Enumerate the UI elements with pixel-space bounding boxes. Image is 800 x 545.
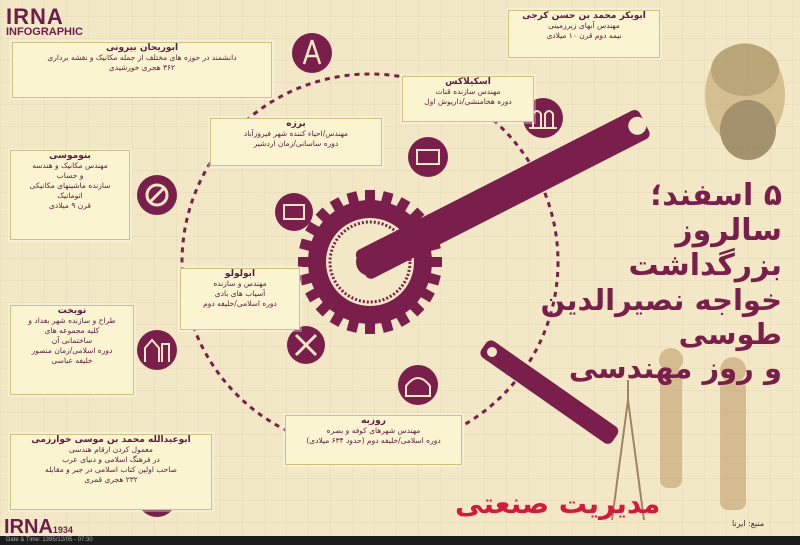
portrait-nasir-al-din-tusi — [705, 43, 785, 160]
credit-strip: Date & Time: 1395/12/05 - 07:30 — [0, 536, 800, 545]
headline-line2: سالروز بزرگداشت — [628, 213, 782, 283]
card-line: معمول کردن ارقام هندسی — [69, 445, 153, 454]
card-line: صاحب اولین کتاب اسلامی در جبر و مقابله — [45, 465, 177, 474]
footer-watermark: مدیریت صنعتی — [455, 487, 661, 520]
card-line: مهندس/احیاء کننده شهر فیروزآباد — [243, 129, 349, 138]
headline-line3: خواجه نصیرالدین طوسی — [540, 283, 782, 351]
logo-name: IRNA — [6, 4, 64, 29]
irna-logo-bottom: IRNA1934 — [4, 516, 73, 539]
windmill-icon — [287, 326, 325, 364]
card-line: ۳۶۲ هجری خورشیدی — [108, 63, 176, 72]
card-abululu: ابولولو مهندس و سازنده آسیاب های بادی دو… — [180, 268, 300, 330]
card-biruni: ابوریحان بیرونی دانشمند در حوزه های مختل… — [12, 42, 272, 98]
lower-arm — [480, 340, 619, 444]
card-title: بنوموسی — [49, 151, 91, 161]
source-label: منبع: ایرنا — [732, 519, 765, 528]
timeline-circle — [180, 72, 560, 452]
card-title: نوبخت — [57, 306, 87, 316]
logo-bottom-year: 1934 — [52, 525, 73, 535]
card-nobakht: نوبخت طراح و سازنده شهر بغداد و کلیه مجم… — [10, 305, 134, 395]
logo-bottom-name: IRNA — [4, 516, 53, 538]
card-title: روزبه — [361, 416, 386, 426]
card-line: ساختمانی آن — [51, 336, 93, 345]
card-line: مهندس شهرهای کوفه و بصره — [326, 426, 421, 435]
card-eskilaks: اسکیلاکس مهندس سازنده قنات دوره هخامنشی/… — [402, 76, 534, 122]
card-line: در فرهنگ اسلامی و دنیای عرب — [62, 455, 160, 464]
headline: ۵ اسفند؛ سالروز بزرگداشت خواجه نصیرالدین… — [520, 178, 782, 385]
headline-line4: و روز مهندسی — [568, 351, 782, 385]
logo-subtitle: INFOGRAPHIC — [6, 26, 83, 38]
engineers-illustration — [611, 348, 746, 521]
card-karaji: ابوبکر محمد بن حسن کرجی مهندس آبهای زیرز… — [508, 10, 660, 58]
card-line: طراح و سازنده شهر بغداد و — [28, 316, 116, 325]
card-barzeh: برزه مهندس/احیاء کننده شهر فیروزآباد دور… — [210, 118, 382, 166]
card-line: سازنده ماشینهای مکانیکی — [29, 181, 111, 190]
fortress-icon — [275, 193, 313, 231]
card-line: مهندس مکانیک و هندسه — [32, 161, 108, 170]
card-line: مهندس و سازنده — [213, 279, 267, 288]
city-icon — [137, 330, 177, 370]
card-rouzbeh: روزبه مهندس شهرهای کوفه و بصره دوره اسلا… — [285, 415, 462, 465]
card-line: و حساب — [56, 171, 84, 180]
headline-line1: ۵ اسفند؛ — [650, 178, 782, 213]
card-line: آسیاب های بادی — [214, 289, 266, 298]
compass-arm — [355, 109, 650, 279]
card-line: دانشمند در حوزه های مختلف از جمله مکانیک… — [47, 53, 237, 62]
irna-logo: IRNA INFOGRAPHIC — [6, 4, 83, 38]
card-title: ابوعبدالله محمد بن موسی خوارزمی — [31, 435, 191, 445]
mosque-icon — [398, 365, 438, 405]
card-line: اتوماتیک — [57, 191, 83, 200]
card-khwarazmi: ابوعبدالله محمد بن موسی خوارزمی معمول کر… — [10, 434, 212, 510]
building-icon — [408, 137, 448, 177]
card-line: دوره اسلامی/خلیفه دوم (حدود ۶۳۴ میلادی) — [306, 436, 441, 445]
card-title: برزه — [286, 119, 306, 129]
card-line: کلیه مجموعه های — [44, 326, 100, 335]
card-line: خلیفه عباسی — [51, 356, 93, 365]
card-title: ابولولو — [224, 269, 256, 279]
card-line: مهندس آبهای زیرزمینی — [548, 21, 620, 30]
card-line: دوره ساسانی/زمان اردشیر — [253, 139, 339, 148]
card-line: ۲۳۲ هجری قمری — [84, 475, 138, 484]
card-title: ابوریحان بیرونی — [105, 43, 179, 53]
card-line: دوره هخامنشی/داریوش اول — [424, 97, 512, 106]
card-line: دوره اسلامی/زمان منصور — [31, 346, 113, 355]
card-line: دوره اسلامی/خلیفه دوم — [203, 299, 277, 308]
mechanism-icon — [137, 175, 177, 215]
card-line: نیمه دوم قرن ۱۰ میلادی — [546, 31, 622, 40]
card-banumusa: بنوموسی مهندس مکانیک و هندسه و حساب سازن… — [10, 150, 130, 240]
compass-icon — [292, 33, 332, 73]
card-title: اسکیلاکس — [445, 77, 491, 87]
card-line: مهندس سازنده قنات — [435, 87, 501, 96]
card-title: ابوبکر محمد بن حسن کرجی — [522, 11, 646, 21]
card-line: قرن ۹ میلادی — [48, 201, 91, 210]
